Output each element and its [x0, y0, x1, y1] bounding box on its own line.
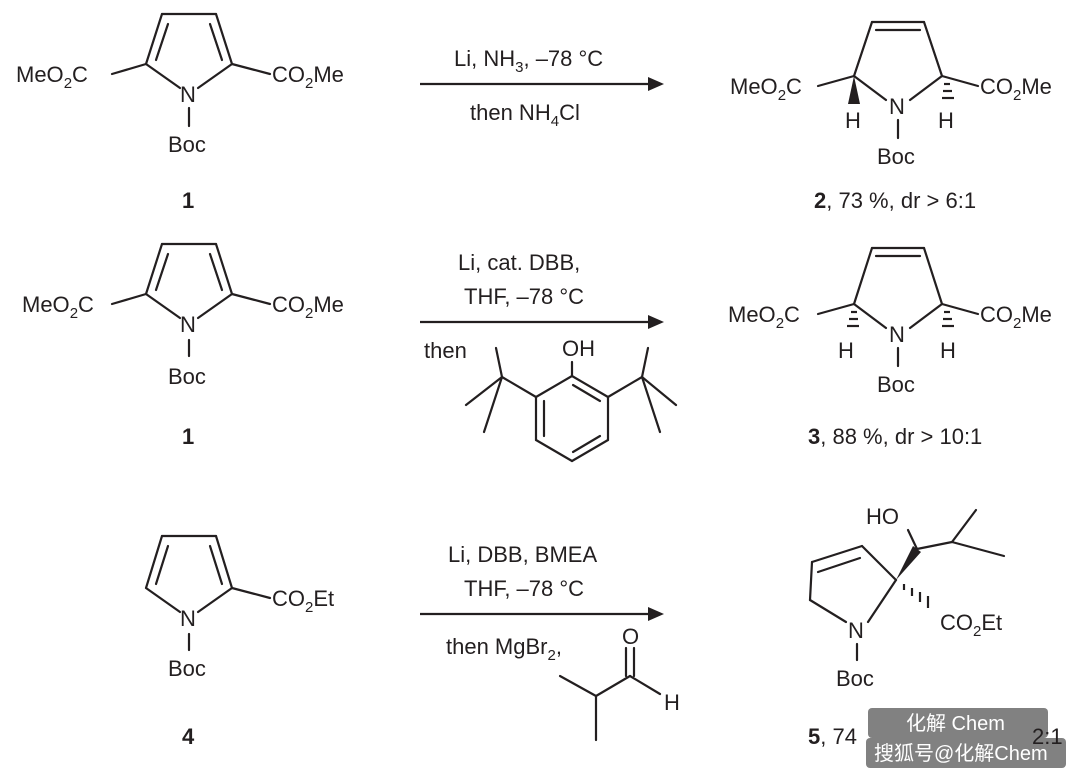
boc-group: Boc [168, 364, 206, 389]
compound-label: 1 [182, 188, 194, 213]
n-atom: N [889, 322, 905, 347]
aldehyde-h: H [664, 690, 680, 715]
yield-line: 3, 88 %, dr > 10:1 [808, 424, 982, 449]
n-atom: N [180, 606, 196, 631]
boc-group: Boc [168, 656, 206, 681]
h-left: H [845, 108, 861, 133]
ester-right: CO2Me [980, 74, 1052, 104]
reaction-arrow-2: Li, cat. DBB, THF, –78 °C then [420, 250, 664, 363]
reagent-di-tert-butylphenol: OH [464, 336, 678, 463]
compound-2: N MeO2C CO2Me H H Boc 2, 73 %, dr > 6:1 [730, 20, 1052, 213]
watermark-top: 化解 Chem [906, 712, 1005, 735]
ester-right: CO2Et [272, 586, 334, 616]
compound-label: 1 [182, 424, 194, 449]
compound-1-row1: N MeO2C CO2Me Boc 1 [16, 12, 344, 213]
hydroxyl: HO [866, 504, 899, 529]
conditions-above-2: THF, –78 °C [464, 576, 584, 601]
watermark-bottom: 搜狐号@化解Chem [874, 742, 1048, 765]
conditions-below: then NH4Cl [470, 100, 580, 130]
boc-group: Boc [168, 132, 206, 157]
reagent-isobutyraldehyde: O H [558, 624, 680, 742]
carbonyl-o: O [622, 624, 639, 649]
boc-group: Boc [836, 666, 874, 691]
ester-left: MeO2C [728, 302, 800, 332]
h-left: H [838, 338, 854, 363]
n-atom: N [889, 94, 905, 119]
conditions-below: then [424, 338, 467, 363]
conditions-below: then MgBr2, [446, 634, 562, 664]
conditions-above: Li, NH3, –78 °C [454, 46, 603, 76]
ester-right: CO2Me [980, 302, 1052, 332]
compound-1-row2: N MeO2C CO2Me Boc 1 [22, 242, 344, 449]
compound-4: N CO2Et Boc 4 [144, 534, 334, 749]
ester-left: MeO2C [16, 62, 88, 92]
ester-right: CO2Me [272, 62, 344, 92]
reaction-arrow-1: Li, NH3, –78 °C then NH4Cl [420, 46, 664, 130]
ester-left: MeO2C [22, 292, 94, 322]
boc-group: Boc [877, 372, 915, 397]
conditions-above-1: Li, DBB, BMEA [448, 542, 597, 567]
boc-group: Boc [877, 144, 915, 169]
conditions-above-2: THF, –78 °C [464, 284, 584, 309]
yield-line: 5, 74 [808, 724, 857, 749]
reaction-arrow-3: Li, DBB, BMEA THF, –78 °C then MgBr2, [420, 542, 664, 664]
ester-right: CO2Me [272, 292, 344, 322]
ester-right: CO2Et [940, 610, 1002, 640]
n-atom: N [848, 618, 864, 643]
conditions-above-1: Li, cat. DBB, [458, 250, 580, 275]
n-atom: N [180, 82, 196, 107]
ester-left: MeO2C [730, 74, 802, 104]
watermark-partial: 2:1 [1032, 724, 1063, 749]
compound-3: N MeO2C CO2Me H H Boc 3, 88 %, dr > 10:1 [728, 246, 1052, 449]
compound-label: 4 [182, 724, 195, 749]
h-right: H [938, 108, 954, 133]
n-atom: N [180, 312, 196, 337]
yield-line: 2, 73 %, dr > 6:1 [814, 188, 976, 213]
h-right: H [940, 338, 956, 363]
oh-group: OH [562, 336, 595, 361]
watermark: 化解 Chem 搜狐号@化解Chem 2:1 [866, 708, 1066, 768]
